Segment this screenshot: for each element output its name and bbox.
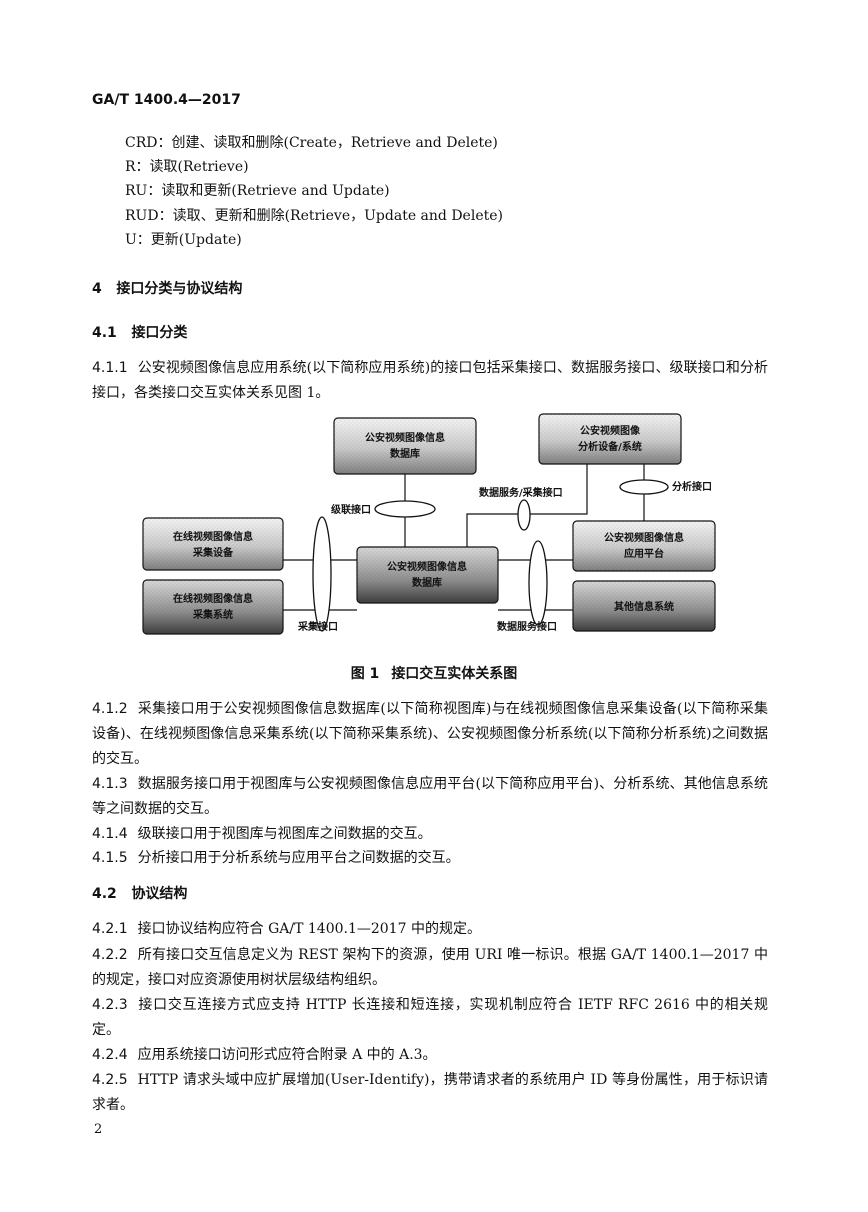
box-app-platform-line1: 公安视频图像信息 (604, 531, 684, 544)
abbreviation-rud: RUD：读取、更新和删除(Retrieve，Update and Delete) (125, 208, 503, 224)
box-top-db-line2: 数据库 (390, 447, 420, 460)
clause-text: 公安视频图像信息应用系统(以下简称应用系统)的接口包括采集接口、数据服务接口、级… (92, 360, 768, 401)
box-analysis-system: 公安视频图像 分析设备/系统 (538, 413, 682, 465)
clause-text: 采集接口用于公安视频图像信息数据库(以下简称视图库)与在线视频图像信息采集设备(… (92, 701, 768, 767)
paragraph-4-1-5: 4.1.5 分析接口用于分析系统与应用平台之间数据的交互。 (92, 846, 768, 871)
clause-text: 分析接口用于分析系统与应用平台之间数据的交互。 (137, 850, 460, 866)
section-title: 接口分类与协议结构 (116, 281, 243, 297)
box-collect-system-line2: 采集系统 (192, 608, 233, 621)
figure-title: 接口交互实体关系图 (391, 666, 518, 682)
document-header: GA/T 1400.4—2017 (92, 92, 241, 108)
section-title: 协议结构 (131, 886, 188, 902)
label-data-service-interface: 数据服务接口 (497, 620, 557, 633)
abbreviation-crd: CRD：创建、读取和删除(Create，Retrieve and Delete) (125, 135, 498, 151)
section-4-1-heading: 4.1 接口分类 (92, 323, 187, 343)
label-data-collect-interface: 数据服务/采集接口 (479, 486, 563, 499)
paragraph-4-2-4: 4.2.4 应用系统接口访问形式应符合附录 A 中的 A.3。 (92, 1043, 768, 1068)
box-other-systems: 其他信息系统 (572, 580, 716, 632)
section-number: 4.2 (92, 886, 117, 902)
clause-number: 4.2.1 (92, 921, 128, 937)
clause-text: 应用系统接口访问形式应符合附录 A 中的 A.3。 (137, 1047, 437, 1063)
clause-text: 所有接口交互信息定义为 REST 架构下的资源，使用 URI 唯一标识。根据 G… (92, 947, 768, 988)
clause-text: 接口协议结构应符合 GA/T 1400.1—2017 中的规定。 (137, 921, 481, 937)
clause-text: 接口交互连接方式应支持 HTTP 长连接和短连接，实现机制应符合 IETF RF… (92, 997, 768, 1038)
box-collect-device-line1: 在线视频图像信息 (173, 530, 253, 543)
box-collect-system-line1: 在线视频图像信息 (173, 592, 253, 605)
interface-relationship-diagram: 公安视频图像信息 数据库 公安视频图像 分析设备/系统 在线视频图像信息 采集设… (142, 413, 716, 635)
section-number: 4 (92, 281, 102, 297)
box-analysis-line2: 分析设备/系统 (578, 440, 642, 453)
box-center-db: 公安视频图像信息 数据库 (356, 546, 499, 604)
page-number: 2 (94, 1122, 103, 1137)
box-other-line1: 其他信息系统 (614, 600, 674, 613)
clause-number: 4.1.3 (92, 776, 128, 792)
box-center-db-line2: 数据库 (412, 576, 442, 589)
section-4-heading: 4 接口分类与协议结构 (92, 279, 242, 299)
abbreviation-r: R：读取(Retrieve) (125, 159, 249, 175)
box-top-db: 公安视频图像信息 数据库 (333, 417, 477, 475)
cascade-interface-ellipse (374, 500, 436, 518)
abbreviation-ru: RU：读取和更新(Retrieve and Update) (125, 183, 390, 199)
clause-number: 4.1.5 (92, 850, 128, 866)
clause-number: 4.2.2 (92, 947, 128, 963)
clause-text: HTTP 请求头域中应扩展增加(User-Identify)，携带请求者的系统用… (92, 1072, 768, 1113)
label-analysis-interface: 分析接口 (672, 480, 712, 493)
clause-number: 4.2.5 (92, 1072, 128, 1088)
data-collect-interface-ellipse (517, 499, 531, 531)
clause-number: 4.1.2 (92, 701, 128, 717)
box-center-db-line1: 公安视频图像信息 (387, 560, 467, 573)
clause-number: 4.1.4 (92, 826, 128, 842)
clause-number: 4.2.3 (92, 997, 128, 1013)
box-top-db-line1: 公安视频图像信息 (365, 431, 445, 444)
section-title: 接口分类 (131, 325, 188, 341)
data-service-interface-ellipse (528, 540, 548, 626)
label-cascade-interface: 级联接口 (330, 503, 371, 516)
box-collect-system: 在线视频图像信息 采集系统 (142, 579, 284, 635)
paragraph-4-1-4: 4.1.4 级联接口用于视图库与视图库之间数据的交互。 (92, 822, 768, 847)
clause-text: 数据服务接口用于视图库与公安视频图像信息应用平台(以下简称应用平台)、分析系统、… (92, 776, 768, 817)
paragraph-4-2-1: 4.2.1 接口协议结构应符合 GA/T 1400.1—2017 中的规定。 (92, 917, 768, 942)
section-number: 4.1 (92, 325, 117, 341)
section-4-2-heading: 4.2 协议结构 (92, 884, 187, 904)
clause-number: 4.1.1 (92, 360, 128, 376)
box-analysis-line1: 公安视频图像 (580, 424, 641, 437)
box-app-platform-line2: 应用平台 (624, 547, 664, 560)
collect-interface-ellipse (312, 516, 332, 632)
abbreviation-u: U：更新(Update) (125, 232, 242, 248)
figure-number: 图 1 (350, 666, 380, 682)
clause-text: 级联接口用于视图库与视图库之间数据的交互。 (137, 826, 432, 842)
label-collect-interface: 采集接口 (297, 620, 338, 633)
box-collect-device-line2: 采集设备 (192, 546, 234, 559)
analysis-interface-ellipse (619, 479, 669, 495)
clause-number: 4.2.4 (92, 1047, 128, 1063)
figure-caption: 图 1 接口交互实体关系图 (0, 663, 868, 683)
box-app-platform: 公安视频图像信息 应用平台 (572, 520, 716, 572)
box-collect-device: 在线视频图像信息 采集设备 (142, 517, 284, 571)
